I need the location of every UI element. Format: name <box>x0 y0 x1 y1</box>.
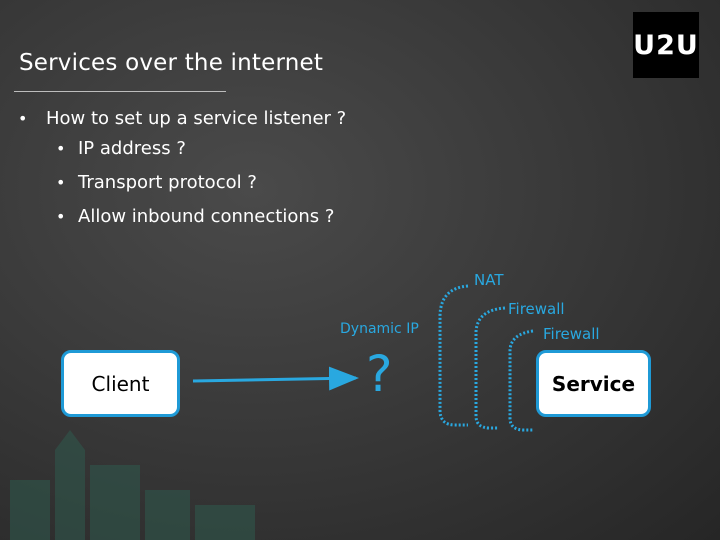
title-underline <box>14 91 226 92</box>
service-box: Service <box>536 350 651 417</box>
bullet-item: • How to set up a service listener ? <box>18 105 346 131</box>
city-silhouette-decoration <box>10 430 255 540</box>
client-arrow <box>192 366 359 391</box>
firewall-inner-bracket <box>508 329 534 432</box>
slide-title: Services over the internet <box>19 50 324 76</box>
nat-label: NAT <box>474 271 504 289</box>
nat-bracket <box>438 284 469 427</box>
bullet-item: • IP address ? <box>56 131 346 165</box>
bullet-list: • How to set up a service listener ? • I… <box>18 105 346 233</box>
bullet-text: Transport protocol ? <box>78 171 257 193</box>
unknown-address-question-mark: ? <box>366 345 393 403</box>
bullet-item: • Transport protocol ? <box>56 165 346 199</box>
dynamic-ip-label: Dynamic IP <box>340 321 419 337</box>
bullet-item: • Allow inbound connections ? <box>56 199 346 233</box>
client-box: Client <box>61 350 180 417</box>
firewall-outer-label: Firewall <box>508 300 565 318</box>
bullet-dot: • <box>56 206 66 226</box>
bullet-text: How to set up a service listener ? <box>46 107 347 129</box>
u2u-logo: U2U <box>633 12 699 78</box>
bullet-dot: • <box>56 138 66 158</box>
firewall-inner-label: Firewall <box>543 325 600 343</box>
bullet-text: Allow inbound connections ? <box>78 205 335 227</box>
bullet-text: IP address ? <box>78 137 186 159</box>
bullet-dot: • <box>18 108 28 128</box>
bullet-dot: • <box>56 172 66 192</box>
firewall-outer-bracket <box>474 306 506 430</box>
